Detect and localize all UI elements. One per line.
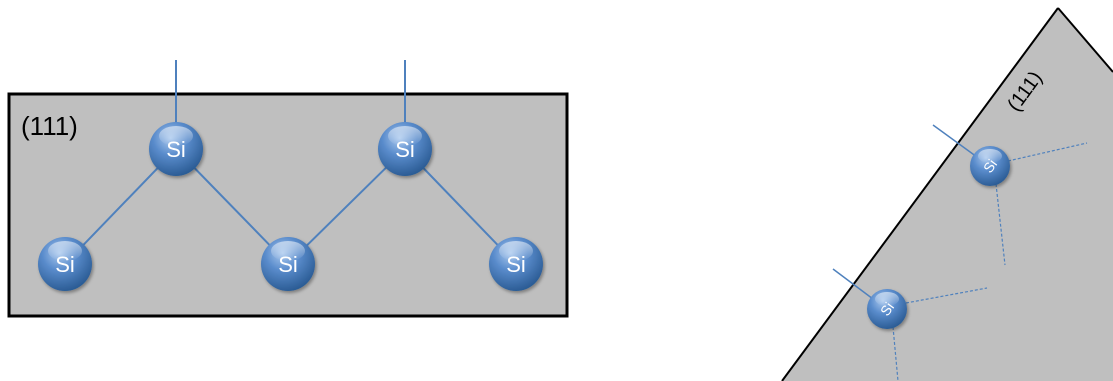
left-crystal-panel: (111) Si Si Si Si — [7, 60, 569, 318]
si-atom-label: Si — [395, 137, 415, 162]
si-atom: Si — [261, 237, 315, 291]
right-crystal-panel: (111) Si Si — [781, 7, 1113, 381]
right-crystal-surface — [781, 7, 1059, 381]
si-atom-label: Si — [166, 137, 186, 162]
si-atom: Si — [38, 237, 92, 291]
right-dashed-bond-1b — [995, 183, 1006, 266]
si-atom: Si — [867, 289, 907, 329]
si-atom-label: Si — [55, 252, 75, 277]
left-plane-label: (111) — [21, 111, 78, 141]
si-atom-label: Si — [506, 252, 526, 277]
si-atom: Si — [149, 122, 203, 176]
right-dashed-bond-1a — [1007, 142, 1088, 162]
left-bond-3 — [287, 148, 406, 265]
si-atom: Si — [489, 237, 543, 291]
si-atom: Si — [970, 146, 1010, 186]
right-dashed-bond-2a — [905, 287, 988, 304]
si-atom-label: Si — [278, 252, 298, 277]
right-crystal-edge — [1057, 7, 1113, 73]
si-atom: Si — [378, 122, 432, 176]
right-dashed-bond-2b — [892, 326, 899, 381]
right-crystal-slab — [782, 8, 1113, 381]
